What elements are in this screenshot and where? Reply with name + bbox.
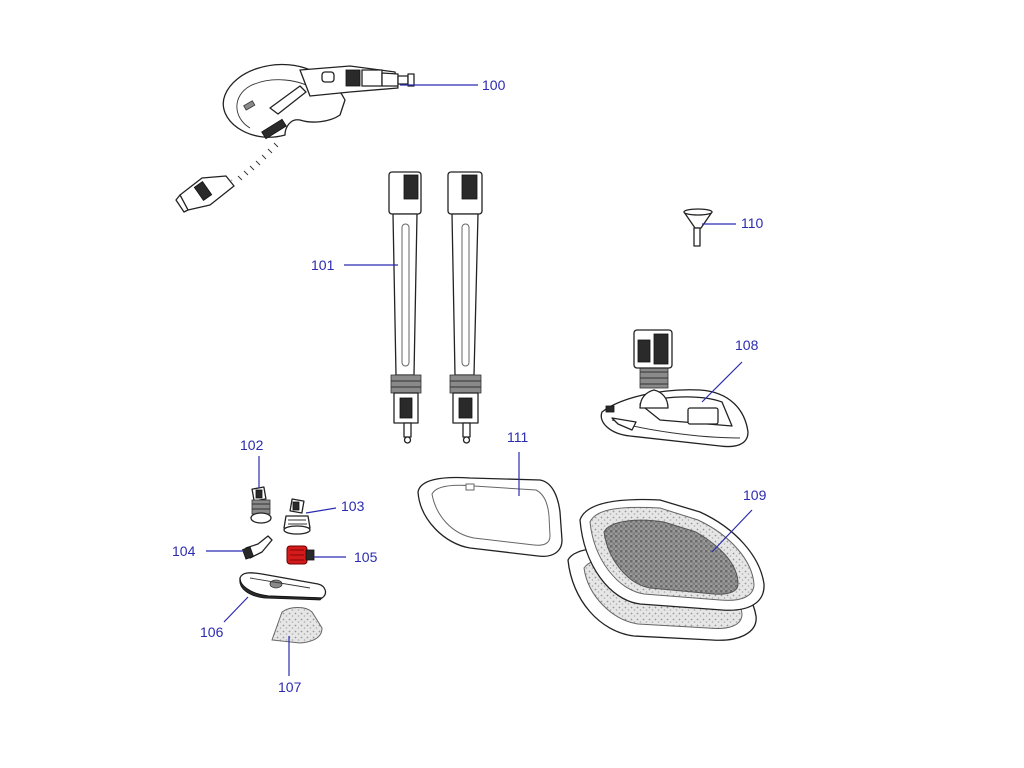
- label-105: 105: [354, 549, 378, 565]
- extension-tubes-part: [388, 171, 483, 444]
- hose-handle-part: [175, 63, 415, 213]
- label-108: 108: [735, 337, 759, 353]
- red-brush-part: [286, 545, 315, 565]
- small-cloth-part: [271, 607, 323, 644]
- label-102: 102: [240, 437, 264, 453]
- label-100: 100: [482, 77, 506, 93]
- label-103: 103: [341, 498, 365, 514]
- label-101: 101: [311, 257, 335, 273]
- label-110: 110: [741, 215, 764, 231]
- jet-nozzle-part: [242, 535, 273, 560]
- label-104: 104: [172, 543, 196, 559]
- window-tool-part: [239, 572, 327, 601]
- label-107: 107: [278, 679, 302, 695]
- carpet-glider-part: [417, 476, 563, 558]
- label-111: 111: [507, 429, 528, 445]
- funnel-part: [683, 208, 713, 247]
- floor-cloths-part: [567, 498, 765, 641]
- floor-head-part: [600, 329, 749, 448]
- angled-nozzle-part: [250, 486, 272, 524]
- round-brush-part: [283, 498, 311, 535]
- label-109: 109: [743, 487, 767, 503]
- label-106: 106: [200, 624, 224, 640]
